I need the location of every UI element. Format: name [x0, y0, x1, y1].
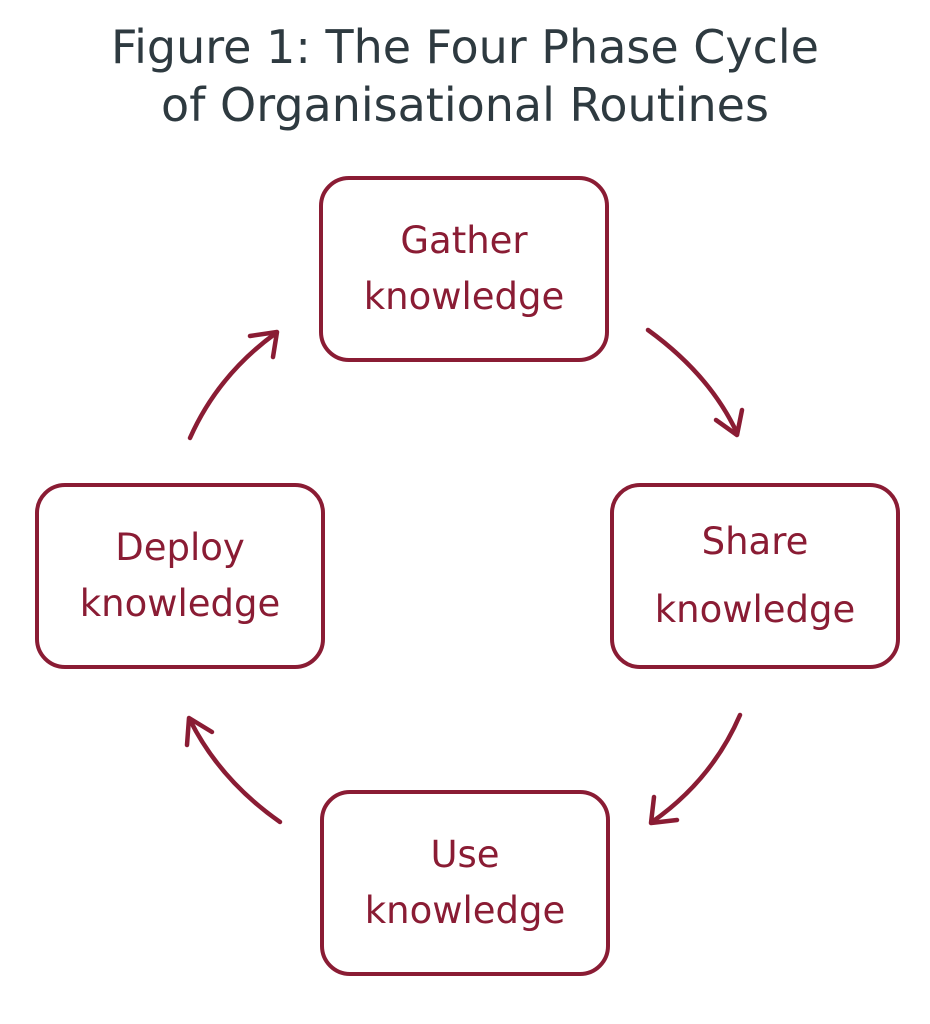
phase-share-knowledge: Share knowledge: [610, 483, 900, 669]
phase-label-line-1: Share: [701, 520, 809, 563]
arrow-left-up-icon: [184, 715, 283, 825]
arrow-right-up-icon: [187, 329, 280, 441]
phase-label-line-2: knowledge: [79, 582, 281, 625]
phase-use-knowledge: Use knowledge: [320, 790, 610, 976]
phase-label-line-2: knowledge: [654, 588, 856, 631]
phase-label-line-1: Use: [430, 833, 500, 876]
arrow-left-down-icon: [648, 712, 743, 826]
figure-title: Figure 1: The Four Phase Cycle of Organi…: [0, 18, 930, 134]
figure-title-line-1: Figure 1: The Four Phase Cycle: [111, 20, 819, 74]
phase-gather-knowledge: Gather knowledge: [319, 176, 609, 362]
phase-deploy-knowledge: Deploy knowledge: [35, 483, 325, 669]
phase-label-line-1: Gather: [400, 219, 528, 262]
figure-title-line-2: of Organisational Routines: [161, 78, 769, 132]
arrow-right-down-icon: [645, 327, 745, 438]
phase-label-line-2: knowledge: [363, 275, 565, 318]
phase-label-line-2: knowledge: [364, 889, 566, 932]
phase-label-line-1: Deploy: [115, 526, 245, 569]
